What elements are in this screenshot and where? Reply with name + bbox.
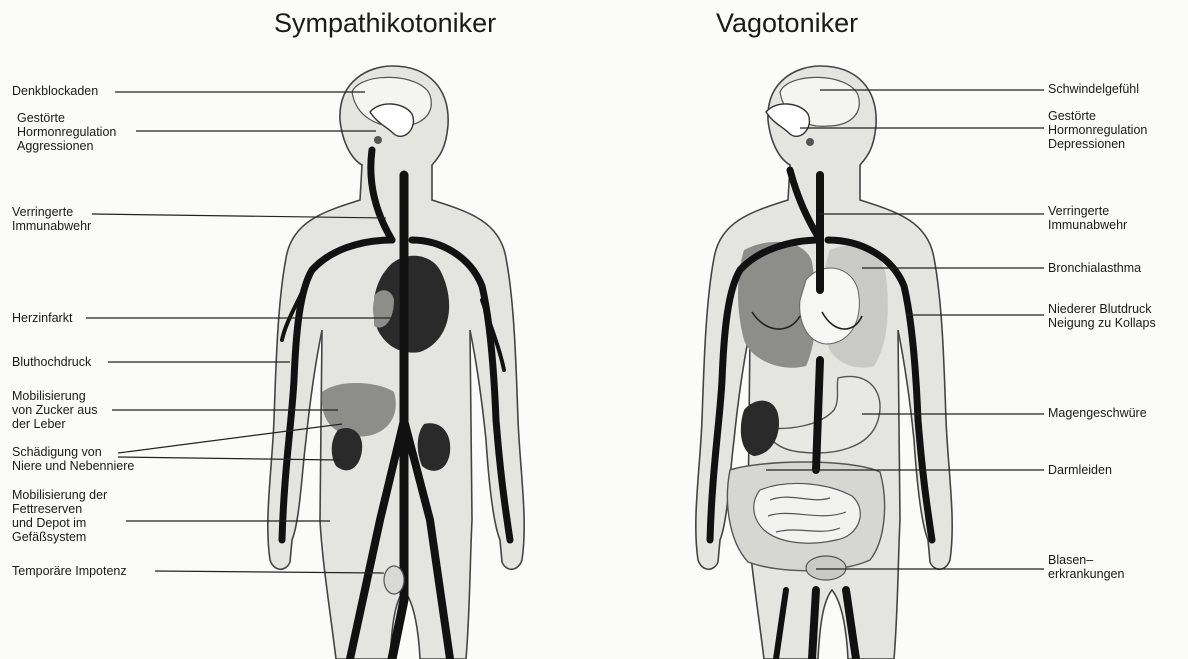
left-genitals [384, 566, 404, 594]
right-pituitary [806, 138, 814, 146]
right-body-figure [696, 66, 952, 659]
left-pituitary [374, 136, 382, 144]
right-small-intestine [754, 483, 861, 543]
left-body-figure [268, 66, 524, 659]
right-bladder [806, 556, 846, 580]
right-heart [800, 268, 860, 344]
